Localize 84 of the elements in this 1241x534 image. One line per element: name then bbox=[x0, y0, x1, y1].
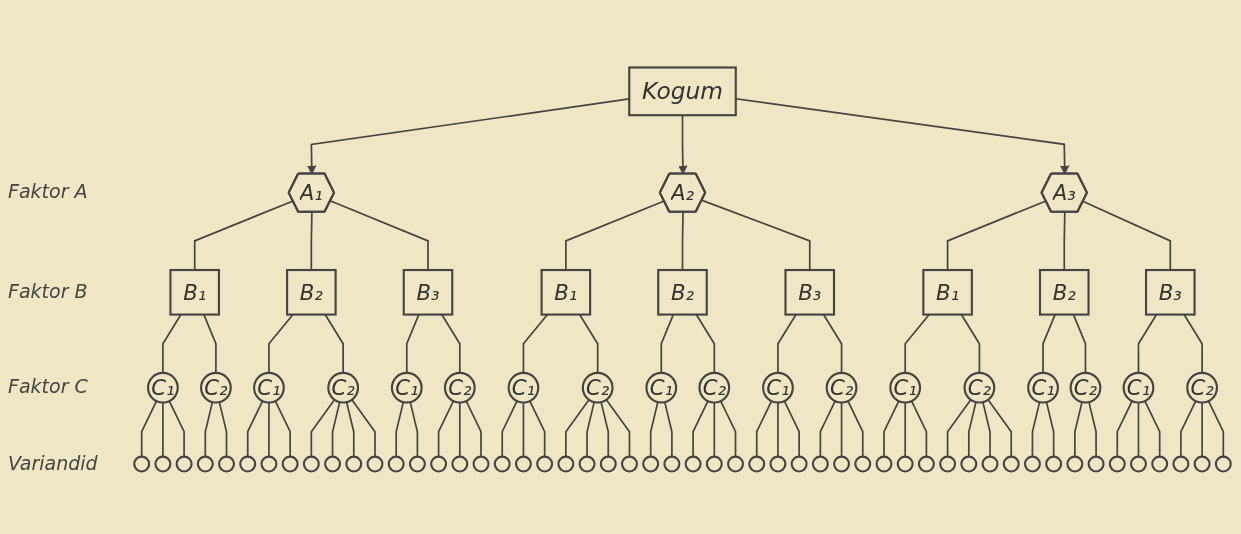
node-circle bbox=[1087, 455, 1105, 473]
node-circle bbox=[875, 455, 893, 473]
node-circle bbox=[1130, 455, 1147, 473]
node-circle bbox=[854, 455, 872, 473]
node-circle bbox=[514, 455, 532, 473]
node-circle bbox=[324, 455, 342, 473]
node-circle bbox=[663, 455, 681, 473]
node-circle bbox=[239, 455, 257, 473]
node-circle: C₂ bbox=[698, 371, 731, 404]
level-label: Faktor C bbox=[8, 375, 88, 398]
node-box: B₂ bbox=[286, 268, 337, 316]
node-circle bbox=[133, 455, 151, 473]
node-circle bbox=[196, 455, 214, 473]
node-circle bbox=[833, 455, 851, 473]
node-circle: C₂ bbox=[443, 371, 476, 404]
node-circle bbox=[705, 455, 723, 473]
node-circle bbox=[1193, 455, 1211, 473]
node-circle bbox=[1002, 455, 1020, 473]
node-circle bbox=[281, 455, 299, 473]
node-circle bbox=[917, 455, 935, 473]
node-circle bbox=[472, 455, 490, 473]
node-circle bbox=[430, 455, 448, 473]
node-circle: C₂ bbox=[327, 371, 360, 404]
node-circle bbox=[642, 455, 660, 473]
node-circle: C₁ bbox=[507, 371, 540, 404]
node-circle: C₂ bbox=[963, 371, 996, 404]
node-circle bbox=[218, 455, 235, 473]
node-circle bbox=[684, 455, 702, 473]
node-circle bbox=[260, 455, 278, 473]
node-circle bbox=[621, 455, 638, 473]
node-circle bbox=[154, 455, 172, 473]
node-circle: C₂ bbox=[1069, 371, 1102, 404]
level-label: Faktor B bbox=[8, 279, 88, 302]
node-circle: C₁ bbox=[253, 371, 285, 404]
level-label: Variandid bbox=[8, 451, 98, 474]
node-circle: C₁ bbox=[1122, 371, 1155, 404]
node-circle: C₁ bbox=[147, 371, 179, 404]
node-circle bbox=[578, 455, 596, 473]
node-circle bbox=[769, 455, 787, 473]
node-box: B₃ bbox=[784, 268, 836, 316]
node-box: B₂ bbox=[657, 268, 708, 316]
node-circle bbox=[896, 455, 914, 473]
node-circle bbox=[599, 455, 617, 473]
node-circle bbox=[727, 455, 744, 473]
node-circle bbox=[175, 455, 193, 473]
node-circle bbox=[790, 455, 808, 473]
node-box: B₁ bbox=[922, 268, 973, 316]
node-circle: C₂ bbox=[581, 371, 614, 404]
node-circle bbox=[345, 455, 363, 473]
node-circle bbox=[1172, 455, 1190, 473]
node-circle: C₂ bbox=[200, 371, 232, 404]
node-circle bbox=[1214, 455, 1232, 473]
node-circle bbox=[366, 455, 384, 473]
node-circle bbox=[387, 455, 405, 473]
node-circle: C₁ bbox=[762, 371, 794, 404]
node-circle bbox=[536, 455, 554, 473]
node-box: Kogum bbox=[628, 66, 737, 116]
node-circle bbox=[1151, 455, 1169, 473]
node-circle: C₂ bbox=[825, 371, 858, 404]
node-circle bbox=[981, 455, 999, 473]
node-box: B₂ bbox=[1038, 268, 1090, 316]
node-circle bbox=[557, 455, 575, 473]
node-circle bbox=[939, 455, 957, 473]
node-circle bbox=[811, 455, 829, 473]
level-label: Faktor A bbox=[8, 180, 88, 203]
node-circle: C₁ bbox=[1027, 371, 1059, 404]
node-circle bbox=[1023, 455, 1041, 473]
node-circle bbox=[1066, 455, 1084, 473]
node-circle bbox=[748, 455, 766, 473]
node-circle bbox=[408, 455, 426, 473]
node-circle: C₁ bbox=[390, 371, 423, 404]
node-box: B₁ bbox=[540, 268, 592, 316]
node-box: B₃ bbox=[1145, 268, 1196, 316]
node-circle bbox=[1045, 455, 1063, 473]
node-box: B₃ bbox=[402, 268, 454, 316]
node-circle: C₁ bbox=[645, 371, 678, 404]
node-circle bbox=[302, 455, 320, 473]
node-circle bbox=[451, 455, 469, 473]
node-circle bbox=[960, 455, 978, 473]
node-circle bbox=[493, 455, 511, 473]
node-circle bbox=[1108, 455, 1126, 473]
node-box: B₁ bbox=[169, 268, 220, 316]
node-circle: C₁ bbox=[889, 371, 922, 404]
node-circle: C₂ bbox=[1186, 371, 1218, 404]
